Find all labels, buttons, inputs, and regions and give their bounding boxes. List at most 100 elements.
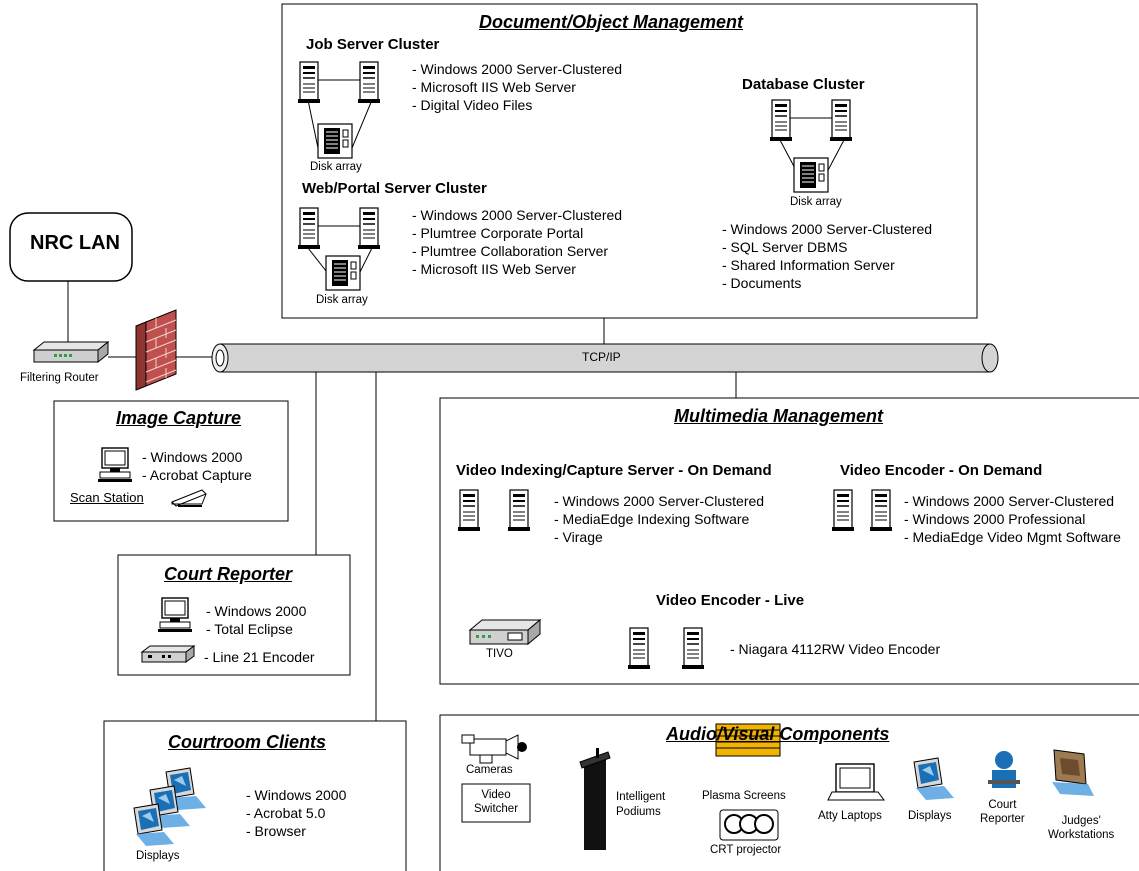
court-reporter-line: Court xyxy=(988,799,1017,811)
list-item: - Windows 2000 Professional xyxy=(904,511,1086,527)
list-item: - Browser xyxy=(246,823,306,839)
server-icon xyxy=(831,489,855,532)
plasma-screen-icon xyxy=(715,723,781,757)
job-cluster-list: - Windows 2000 Server-Clustered - Micros… xyxy=(412,60,622,114)
video-switcher-line: Video xyxy=(481,789,511,801)
list-item: - Windows 2000 Server-Clustered xyxy=(554,493,765,509)
line21-encoder-label: - Line 21 Encoder xyxy=(204,649,315,665)
list-item: - Digital Video Files xyxy=(412,97,533,113)
list-item: - Windows 2000 Server-Clustered xyxy=(904,493,1115,509)
list-item: - Virage xyxy=(554,529,603,545)
server-icon xyxy=(297,61,321,104)
disk-array-icon xyxy=(325,255,361,291)
web-cluster-title: Web/Portal Server Cluster xyxy=(302,180,487,197)
tcpip-label: TCP/IP xyxy=(582,350,621,364)
crt-projector-icon xyxy=(719,809,779,841)
podiums-line: Podiums xyxy=(616,806,661,818)
computer-icon xyxy=(97,447,133,483)
tivo-label: TIVO xyxy=(486,648,513,660)
disk-array-label: Disk array xyxy=(316,294,368,306)
nrc-lan-box xyxy=(9,212,133,282)
podium-icon xyxy=(579,748,611,850)
db-cluster-list: - Windows 2000 Server-Clustered - SQL Se… xyxy=(722,220,932,292)
judges-line: Judges' xyxy=(1061,815,1101,827)
list-item: - Shared Information Server xyxy=(722,257,895,273)
encoder-od-title: Video Encoder - On Demand xyxy=(840,462,1043,479)
encoder-live-list: - Niagara 4112RW Video Encoder xyxy=(730,640,940,658)
scan-station-label: Scan Station xyxy=(70,490,144,505)
list-item: - Microsoft IIS Web Server xyxy=(412,261,576,277)
image-capture-list: - Windows 2000 - Acrobat Capture xyxy=(142,448,252,484)
list-item: - Plumtree Corporate Portal xyxy=(412,225,584,241)
podiums-label: Intelligent Podiums xyxy=(616,790,665,820)
laptops-label: Atty Laptops xyxy=(818,810,882,822)
camera-icon xyxy=(461,734,527,764)
tcpip-backbone xyxy=(211,343,999,373)
courtroom-clients-title: Courtroom Clients xyxy=(168,732,327,752)
server-icon xyxy=(869,489,893,532)
disk-array-label: Disk array xyxy=(310,161,362,173)
court-reporter-icon xyxy=(988,751,1020,788)
list-item: - Microsoft IIS Web Server xyxy=(412,79,576,95)
doc-mgmt-box xyxy=(281,3,978,319)
list-item: - Plumtree Collaboration Server xyxy=(412,243,609,259)
list-item: - Windows 2000 Server-Clustered xyxy=(412,61,623,77)
courtroom-clients-list: - Windows 2000 - Acrobat 5.0 - Browser xyxy=(246,786,346,840)
displays-label: Displays xyxy=(136,850,180,862)
crt-label: CRT projector xyxy=(710,844,782,856)
judges-line: Workstations xyxy=(1048,829,1115,841)
encoder-od-list: - Windows 2000 Server-Clustered - Window… xyxy=(904,492,1121,546)
list-item: - Windows 2000 xyxy=(246,787,347,803)
server-icon xyxy=(357,61,381,104)
list-item: - Acrobat Capture xyxy=(142,467,252,483)
router-label: Filtering Router xyxy=(20,372,99,384)
job-cluster-graphic xyxy=(307,79,373,149)
av-court-reporter-label: Court Reporter xyxy=(980,798,1025,826)
podiums-line: Intelligent xyxy=(616,791,666,803)
server-icon xyxy=(457,489,481,532)
list-item: - MediaEdge Indexing Software xyxy=(554,511,750,527)
av-title: Audio/Visual Components xyxy=(666,724,890,744)
server-icon xyxy=(829,99,853,142)
list-item: - Documents xyxy=(722,275,802,291)
scanner-icon xyxy=(171,489,207,507)
plasma-label: Plasma Screens xyxy=(702,790,786,802)
encoder-device-icon xyxy=(140,645,196,663)
video-switcher-label: Video Switcher xyxy=(462,788,530,816)
list-item: - MediaEdge Video Mgmt Software xyxy=(904,529,1121,545)
multimedia-box xyxy=(439,397,1139,685)
video-switcher-box xyxy=(461,783,531,823)
firewall-icon xyxy=(135,309,177,391)
judges-label: Judges' Workstations xyxy=(1048,814,1114,842)
court-reporter-line: Reporter xyxy=(980,813,1025,825)
list-item: - Windows 2000 xyxy=(142,449,243,465)
computer-icon xyxy=(157,597,193,633)
list-item: - Windows 2000 Server-Clustered xyxy=(722,221,933,237)
disk-array-label: Disk array xyxy=(790,196,842,208)
server-icon xyxy=(507,489,531,532)
doc-mgmt-title: Document/Object Management xyxy=(479,12,744,32)
list-item: - Windows 2000 Server-Clustered xyxy=(412,207,623,223)
server-icon xyxy=(681,627,705,670)
indexing-title: Video Indexing/Capture Server - On Deman… xyxy=(456,462,772,479)
court-reporter-title: Court Reporter xyxy=(164,564,293,584)
server-icon xyxy=(357,207,381,250)
router-icon xyxy=(32,340,110,364)
tivo-icon xyxy=(468,618,542,646)
nrc-lan-label: NRC LAN xyxy=(30,232,120,254)
list-item: - Windows 2000 xyxy=(206,603,307,619)
laptop-icon xyxy=(827,763,885,801)
image-capture-box xyxy=(53,400,289,522)
job-cluster-title: Job Server Cluster xyxy=(306,36,440,53)
video-switcher-line: Switcher xyxy=(473,803,519,815)
db-cluster-title: Database Cluster xyxy=(742,76,865,93)
web-cluster-list: - Windows 2000 Server-Clustered - Plumtr… xyxy=(412,206,622,278)
server-icon xyxy=(627,627,651,670)
indexing-list: - Windows 2000 Server-Clustered - MediaE… xyxy=(554,492,764,546)
av-box xyxy=(439,714,1139,871)
disk-array-icon xyxy=(317,123,353,159)
list-item: - SQL Server DBMS xyxy=(722,239,848,255)
disk-array-icon xyxy=(793,157,829,193)
cameras-label: Cameras xyxy=(466,764,513,776)
